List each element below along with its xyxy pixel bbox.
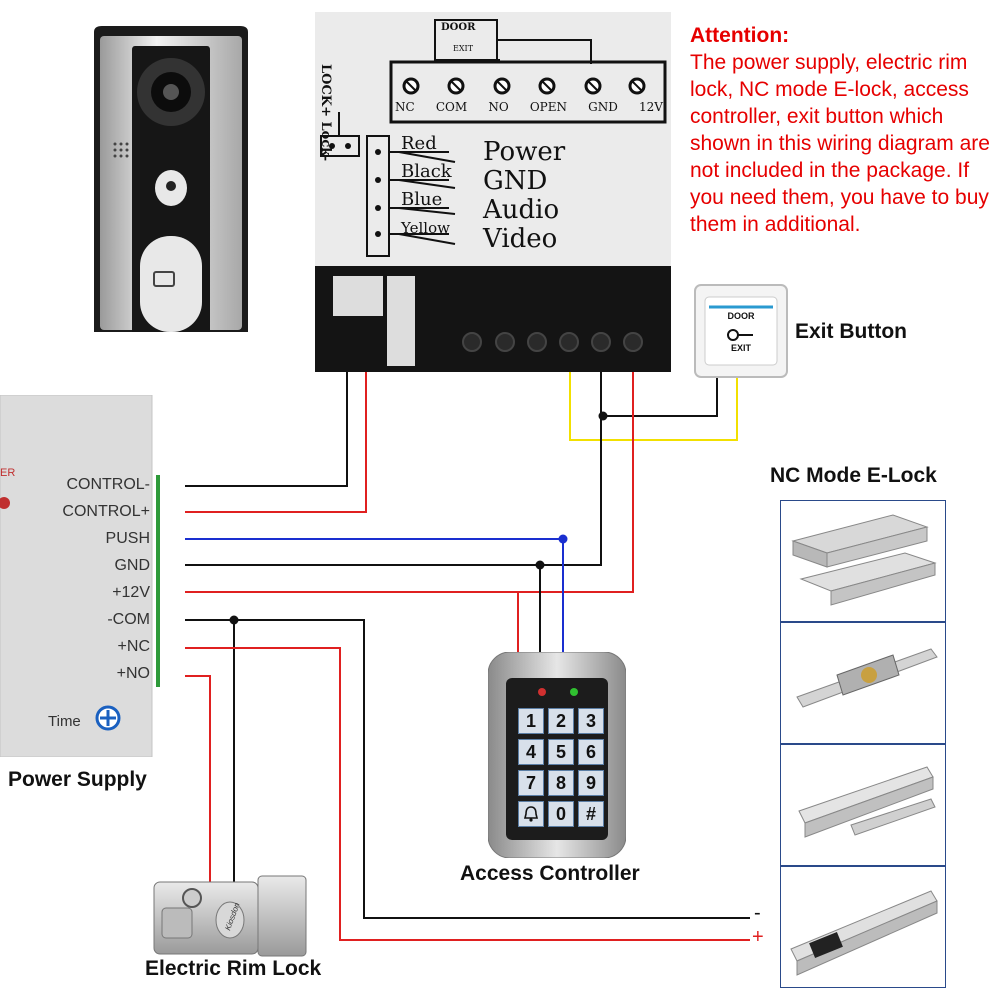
key-9[interactable]: 9 bbox=[578, 770, 604, 796]
electric-rim-lock-device: Kiosdon bbox=[150, 868, 310, 958]
wire-color-blue: Blue bbox=[401, 189, 443, 210]
key-bell[interactable] bbox=[518, 801, 544, 827]
attention-title: Attention: bbox=[690, 24, 790, 47]
polarity-minus: - bbox=[754, 902, 761, 924]
terminal-gnd: GND bbox=[588, 100, 618, 114]
wire-lock-minus-control-minus bbox=[185, 368, 348, 487]
psu-terminal-labels: CONTROL- CONTROL+ PUSH GND +12V -COM +NC… bbox=[0, 471, 150, 687]
wire-color-list: Red Black Blue Yellow bbox=[401, 130, 452, 242]
board-door-label: DOOR bbox=[441, 22, 476, 33]
terminal-open: OPEN bbox=[529, 100, 567, 114]
nc-elock-label: NC Mode E-Lock bbox=[770, 464, 937, 487]
access-controller-label: Access Controller bbox=[460, 862, 640, 885]
wire-lock-plus-control-plus bbox=[185, 368, 367, 513]
terminal-nc: NC bbox=[395, 100, 415, 114]
wire-push-blue bbox=[185, 538, 564, 660]
psu-time-label: Time bbox=[48, 713, 81, 730]
wire-12v-red bbox=[185, 345, 634, 593]
psu-body bbox=[0, 395, 160, 757]
terminal-12v: 12V bbox=[639, 100, 663, 114]
key-6[interactable]: 6 bbox=[578, 739, 604, 765]
psu-terminal-control-plus: CONTROL+ bbox=[62, 503, 150, 520]
exit-plate-bottom-text: EXIT bbox=[730, 343, 751, 353]
wire-color-red: Red bbox=[401, 133, 437, 154]
wire-gnd-black bbox=[185, 345, 602, 566]
key-1[interactable]: 1 bbox=[518, 708, 544, 734]
key-0[interactable]: 0 bbox=[548, 801, 574, 827]
signal-gnd: GND bbox=[483, 166, 548, 196]
control-board: DOOR EXIT LOCK+ Lock- NC COM NO OPEN GND… bbox=[315, 12, 671, 372]
wire-color-black: Black bbox=[401, 161, 452, 182]
elock-drop-bolt-image bbox=[780, 866, 946, 988]
signal-video: Video bbox=[483, 224, 558, 254]
psu-terminal-no: +NO bbox=[116, 665, 150, 682]
access-controller-device: 1 2 3 4 5 6 7 8 9 0 # bbox=[488, 652, 626, 858]
wire-no-red bbox=[185, 675, 211, 885]
attention-body: The power supply, electric rim lock, NC … bbox=[690, 51, 990, 236]
signal-audio: Audio bbox=[483, 195, 560, 225]
key-4[interactable]: 4 bbox=[518, 739, 544, 765]
elock-strike-image bbox=[780, 622, 946, 744]
junction-dot bbox=[535, 560, 545, 570]
exit-plate-icon bbox=[694, 284, 788, 378]
key-7[interactable]: 7 bbox=[518, 770, 544, 796]
psu-terminal-12v: +12V bbox=[112, 584, 150, 601]
power-supply-device: CONTROL- CONTROL+ PUSH GND +12V -COM +NC… bbox=[0, 395, 160, 757]
key-2[interactable]: 2 bbox=[548, 708, 574, 734]
electric-rim-lock-label: Electric Rim Lock bbox=[145, 957, 322, 980]
signal-power: Power bbox=[483, 137, 566, 167]
wire-nc-red bbox=[185, 647, 750, 941]
wire-open-exit-yellow bbox=[569, 345, 738, 441]
power-supply-label: Power Supply bbox=[8, 768, 147, 791]
psu-terminal-com: -COM bbox=[107, 611, 150, 628]
junction-dot bbox=[229, 615, 239, 625]
exit-button-device: DOOR EXIT bbox=[693, 283, 789, 379]
wire-exit-gnd-black bbox=[603, 378, 718, 417]
magnetic-lock-icon bbox=[798, 766, 936, 838]
board-exit-label: EXIT bbox=[453, 44, 474, 53]
wire-signal-list: Power GND Audio Video bbox=[483, 138, 565, 254]
key-hash[interactable]: # bbox=[578, 801, 604, 827]
psu-terminal-control-minus: CONTROL- bbox=[66, 476, 150, 493]
junction-dot bbox=[558, 534, 568, 544]
bolt-lock-icon bbox=[791, 514, 937, 606]
psu-terminal-nc: +NC bbox=[117, 638, 150, 655]
keypad-grid: 1 2 3 4 5 6 7 8 9 0 # bbox=[518, 708, 608, 827]
exit-plate-top-text: DOOR bbox=[727, 311, 755, 321]
terminal-com: COM bbox=[435, 100, 468, 114]
key-3[interactable]: 3 bbox=[578, 708, 604, 734]
key-5[interactable]: 5 bbox=[548, 739, 574, 765]
psu-terminal-gnd: GND bbox=[114, 557, 150, 574]
psu-terminal-push: PUSH bbox=[105, 530, 150, 547]
terminal-no: NO bbox=[488, 100, 509, 114]
rim-lock-icon bbox=[153, 875, 307, 957]
attention-note: Attention: The power supply, electric ri… bbox=[690, 22, 995, 238]
psu-side-text: ER bbox=[0, 467, 16, 479]
wire-com-black bbox=[185, 619, 750, 919]
doorbell-camera-icon bbox=[94, 26, 248, 332]
board-terminal-labels: NC COM NO OPEN GND 12V bbox=[395, 100, 663, 114]
junction-dot bbox=[598, 411, 608, 421]
strike-lock-icon bbox=[796, 648, 938, 708]
elock-magnetic-image bbox=[780, 744, 946, 866]
key-8[interactable]: 8 bbox=[548, 770, 574, 796]
bell-icon bbox=[523, 806, 539, 822]
elock-bolt-image bbox=[780, 500, 946, 622]
exit-button-label: Exit Button bbox=[795, 320, 907, 343]
polarity-plus: + bbox=[752, 926, 764, 948]
board-graphic bbox=[315, 12, 671, 372]
drop-bolt-lock-icon bbox=[790, 890, 938, 976]
board-lock-label: LOCK+ Lock- bbox=[318, 64, 333, 162]
wire-color-yellow: Yellow bbox=[401, 219, 450, 237]
